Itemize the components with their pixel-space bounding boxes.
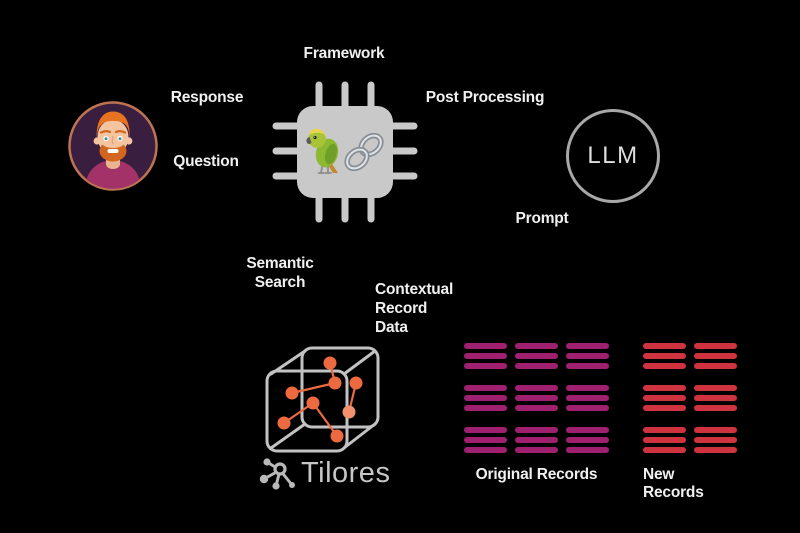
- user-avatar-icon: [68, 101, 158, 191]
- record-icon: [464, 427, 507, 453]
- record-icon: [566, 385, 609, 411]
- llm-label: LLM: [587, 142, 639, 169]
- record-icon: [642, 385, 686, 411]
- original-records-label: Original Records: [475, 466, 598, 483]
- record-icon: [566, 343, 609, 369]
- record-icon: [464, 385, 507, 411]
- chain-link-icon: [344, 132, 384, 172]
- question-label: Question: [173, 153, 239, 170]
- tilores-wordmark: Tilores: [257, 455, 390, 491]
- parrot-icon: [306, 128, 339, 174]
- llm-circle: LLM: [566, 109, 660, 203]
- post-processing-label: Post Processing: [425, 89, 545, 106]
- contextual-record-data-label: Contextual Record Data: [375, 281, 454, 336]
- record-icon: [515, 385, 558, 411]
- record-icon: [642, 427, 686, 453]
- new-records-grid: [642, 343, 737, 453]
- response-label: Response: [170, 89, 244, 106]
- record-icon: [515, 427, 558, 453]
- prompt-label: Prompt: [515, 210, 569, 227]
- record-icon: [642, 343, 686, 369]
- original-records-group: Original Records: [464, 343, 609, 484]
- new-records-group: New Records: [642, 343, 737, 502]
- original-records-grid: [464, 343, 609, 453]
- tilores-cube-icon: [265, 346, 380, 453]
- tilores-network-icon: [259, 458, 295, 490]
- record-icon: [693, 343, 737, 369]
- record-icon: [693, 385, 737, 411]
- record-icon: [515, 343, 558, 369]
- record-icon: [566, 427, 609, 453]
- framework-label: Framework: [303, 45, 385, 62]
- record-icon: [464, 343, 507, 369]
- semantic-search-label: Semantic Search: [246, 255, 314, 291]
- tilores-logo-text: Tilores: [301, 456, 391, 489]
- record-icon: [693, 427, 737, 453]
- new-records-label: New Records: [643, 466, 704, 501]
- framework-chip-icon: [272, 81, 418, 223]
